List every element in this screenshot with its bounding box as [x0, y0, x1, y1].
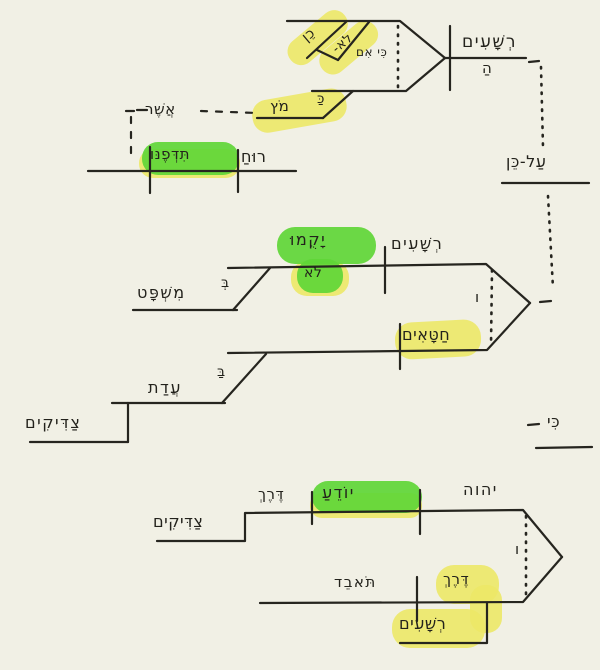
v5-ba-slant [220, 352, 268, 405]
v6-object-derech: דֶּרֶךְ [258, 485, 285, 503]
v4-relative-dashes-right [199, 109, 259, 115]
v6-verb-toved: תֹּאבֵד [334, 573, 377, 591]
connector-al-ken: עַל-כֵּן [506, 152, 547, 171]
highlight-yakumu [277, 227, 376, 264]
v4-rel-verb-tidefenu: תִּדְּפֶנּוּ [150, 145, 191, 163]
v4-preposition-kaf: כַּ [317, 91, 325, 107]
v6-subject-derech: דֶּרֶךְ [443, 570, 470, 588]
v5-preposition-ba: בַּ [217, 364, 226, 380]
v6-conjunction-vav: ו [515, 540, 520, 558]
alken-dotted-drop [546, 194, 555, 290]
v4-article-ha: הַ [482, 59, 493, 77]
v4-subject-reshaim: רְשָׁעִים [462, 32, 518, 52]
v5-subject-reshaim: רְשָׁעִים [391, 234, 444, 253]
v4-rel-subject-ruach: רוּחַ [241, 147, 267, 166]
verse6-lines [155, 488, 564, 645]
highlight-ken [287, 10, 348, 66]
v4-kaf-slant [321, 89, 355, 120]
v6-construct-step [398, 601, 489, 645]
v5-subject-chataim: חַטָּאִים [402, 325, 451, 344]
v6-subject-yhwh: יהוה [463, 480, 498, 499]
v6-bottom-clause-line [258, 555, 564, 605]
v5-conjunction-dotted [489, 268, 494, 348]
v4-ken-slant [305, 20, 348, 60]
v5-verb-yakumu: יָקֻמוּ [290, 230, 327, 249]
v4-connector-dash [527, 59, 541, 64]
v4-conjunction-ki-im: כִּי אִם [356, 45, 388, 59]
connector2-lines [526, 422, 594, 450]
v4-lo-hook-bar [315, 48, 340, 62]
v6-genitive-reshaim: רְשָׁעִים [399, 614, 447, 633]
v6-genitive-tsadikim: צַדִּיקִים [153, 512, 204, 531]
v5-genitive-tsadikim: צַדִּיקִים [25, 413, 82, 432]
highlight-reshaim-v6 [392, 609, 485, 648]
highlight-tidefenu-green [142, 142, 239, 175]
v5-negation-lo: לֹא [304, 265, 323, 281]
v4-object-motz: מֹץ [270, 97, 290, 115]
highlight-kamotz [252, 88, 347, 133]
v4-relative-asher: אֲשֶׁר [145, 100, 176, 118]
v5-top-clause-line [226, 262, 532, 305]
v5-be-slant [231, 266, 272, 312]
v5-conjunction-vav: ו [475, 288, 480, 306]
v5-bottom-clause-line [226, 301, 532, 355]
ki-dash [526, 422, 541, 427]
verse5-lines [28, 245, 532, 444]
v5-connector-dash [538, 299, 553, 304]
v5-preposition-be: בְּ [221, 275, 230, 291]
v6-top-clause-line [155, 508, 564, 559]
ki-underline [534, 445, 594, 450]
v4-lo-slant [336, 20, 371, 62]
connector-ki: כִּי [547, 412, 561, 431]
v4-bottom-branch [310, 56, 447, 93]
highlight-yodea-green [312, 481, 422, 513]
v4-top-branch [285, 19, 447, 60]
v4-connector-dotted-upper [539, 65, 545, 149]
v6-verb-yodea: יוֹדֵעַ [322, 483, 355, 502]
verse4-lines [86, 19, 545, 195]
v5-object-mishpat: מִשְׁפָּט [137, 283, 186, 302]
v5-object-adat: עֲדַת [148, 378, 182, 397]
connector1-lines [500, 181, 591, 304]
